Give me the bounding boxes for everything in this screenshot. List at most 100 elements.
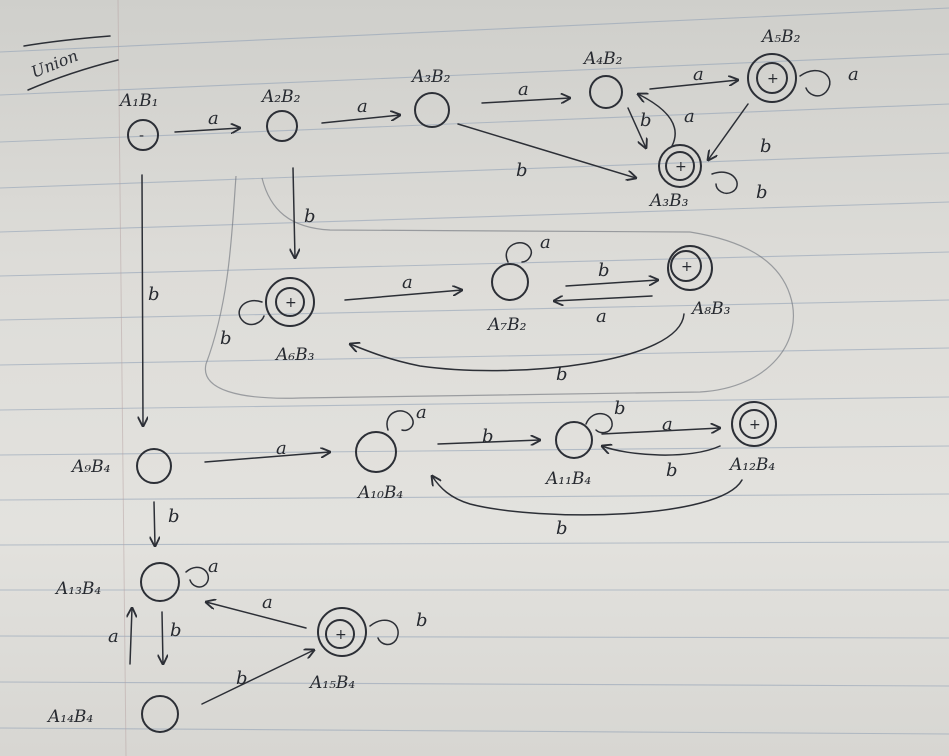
loop-A6B3 [238, 299, 265, 326]
loop-A5B2 [799, 70, 831, 97]
transition-symbols: a b a b a b a b a a b b b a a b a b a b … [108, 64, 859, 689]
symbol-A9B4-A13B4: b [168, 506, 180, 527]
edge-A11B4-A12B4 [601, 428, 720, 435]
final-marker-A6B3: + [285, 295, 297, 311]
state-label-A15B4: A₁₅B₄ [308, 673, 355, 693]
state-A3B2 [414, 92, 450, 128]
title-overline [23, 35, 111, 47]
state-A13B4 [140, 562, 180, 602]
state-A5B2 [747, 53, 797, 103]
final-marker-A3B3: + [675, 159, 687, 175]
grouping-outline [204, 175, 795, 399]
state-A5B2-inner [756, 62, 788, 94]
state-label-A5B2: A₅B₂ [760, 27, 801, 47]
edge-A14B4-A13B4 [130, 608, 132, 665]
symbol-A1B1-A2B2: a [208, 108, 219, 129]
loop-A7B2 [505, 242, 533, 263]
page-title: Union [28, 46, 80, 82]
symbol-A10B4-A11B4: b [482, 426, 494, 447]
symbol-A6B3-loop: b [220, 328, 232, 349]
symbol-A2B2-A6B3: b [304, 206, 316, 227]
symbol-A4B2-A3B3: b [640, 110, 652, 131]
edge-A3B3-A4B2 [638, 94, 676, 147]
notebook-margin-line [117, 0, 127, 756]
symbol-A3B2-A4B2: a [518, 79, 529, 100]
symbol-A12B4-A10B4: b [556, 518, 568, 539]
edge-A8B3-A7B2 [554, 295, 653, 301]
transitions [130, 70, 831, 705]
symbol-A5B2-loop: a [848, 64, 859, 85]
state-label-A9B4: A₉B₄ [70, 457, 111, 477]
symbol-A15B4-A13B4: a [262, 592, 273, 613]
edge-A4B2-A5B2 [649, 80, 738, 90]
state-A6B3 [265, 277, 315, 327]
state-A4B2 [589, 75, 623, 109]
symbol-A11B4-loop: b [614, 398, 626, 419]
loop-A3B3 [711, 171, 738, 195]
state-label-A14B4: A₁₄B₄ [46, 707, 93, 727]
state-label-A3B3: A₃B₃ [648, 191, 689, 211]
loop-A13B4 [185, 566, 209, 588]
edge-A1B1-A2B2 [174, 128, 240, 132]
edge-A15B4-A13B4 [206, 602, 307, 629]
state-label-A12B4: A₁₂B₄ [728, 455, 775, 475]
state-A14B4 [141, 695, 179, 733]
symbol-A8B3-A7B2: a [596, 306, 607, 327]
symbol-A8B3-A6B3: b [556, 364, 568, 385]
edge-A3B2-A3B3 [457, 123, 636, 178]
edge-A10B4-A11B4 [437, 440, 540, 444]
edge-A5B2-A3B3 [708, 103, 749, 160]
state-label-A8B3: A₈B₃ [690, 299, 731, 319]
edge-A13B4-A14B4 [162, 611, 163, 664]
title-underline [27, 59, 119, 91]
loop-A10B4 [386, 410, 414, 432]
state-label-A13B4: A₁₃B₄ [54, 579, 101, 599]
edge-A4B2-A3B3 [627, 107, 646, 148]
symbol-A13B4-loop: a [208, 556, 219, 577]
state-A6B3-inner [275, 287, 305, 317]
states: - A₁B₁ A₂B₂ A₃B₂ A₄B₂ + A₅B₂ + A₃B₃ + A₆… [46, 27, 801, 733]
edge-A8B3-A6B3 [350, 313, 685, 372]
symbol-A4B2-A5B2: a [693, 64, 704, 85]
state-label-A4B2: A₄B₂ [582, 49, 623, 69]
state-label-A1B1: A₁B₁ [118, 91, 158, 111]
symbol-A9B4-A10B4: a [276, 438, 287, 459]
state-label-A3B2: A₃B₂ [410, 67, 451, 87]
state-label-A10B4: A₁₀B₄ [356, 483, 403, 503]
state-A8B3 [667, 245, 713, 291]
symbol-A15B4-loop: b [416, 610, 428, 631]
symbol-A14B4-A13B4: a [108, 626, 119, 647]
edge-A7B2-A8B3 [565, 280, 658, 287]
state-A12B4 [731, 401, 777, 447]
loop-A15B4 [369, 619, 399, 646]
symbol-A3B3-A4B2: a [684, 106, 695, 127]
state-label-A7B2: A₇B₂ [486, 315, 527, 335]
symbol-A10B4-loop: a [416, 402, 427, 423]
edge-A3B2-A4B2 [481, 98, 570, 103]
state-label-A2B2: A₂B₂ [260, 87, 301, 107]
symbol-A7B2-A8B3: b [598, 260, 610, 281]
edge-A2B2-A3B2 [321, 115, 400, 124]
symbol-A14B4-A15B4: b [236, 668, 248, 689]
symbol-A11B4-A12B4: a [662, 414, 673, 435]
final-marker-A8B3: + [681, 259, 693, 275]
state-A10B4 [355, 431, 397, 473]
state-A3B3 [658, 144, 702, 188]
final-marker-A12B4: + [749, 417, 761, 433]
edge-A9B4-A13B4 [154, 501, 155, 546]
symbol-A3B2-A3B3: b [516, 160, 528, 181]
state-A11B4 [555, 421, 593, 459]
loop-A11B4 [585, 413, 613, 434]
state-A8B3-inner [670, 250, 702, 282]
symbol-A13B4-A14B4: b [170, 620, 182, 641]
state-label-A11B4: A₁₁B₄ [544, 469, 591, 489]
state-A2B2 [266, 110, 298, 142]
final-marker-A15B4: + [335, 627, 347, 643]
edge-A14B4-A15B4 [201, 650, 314, 705]
state-A15B4-inner [325, 619, 355, 649]
state-A15B4 [317, 607, 367, 657]
state-label-A6B3: A₆B₃ [274, 345, 315, 365]
symbol-A5B2-A3B3: b [760, 136, 772, 157]
